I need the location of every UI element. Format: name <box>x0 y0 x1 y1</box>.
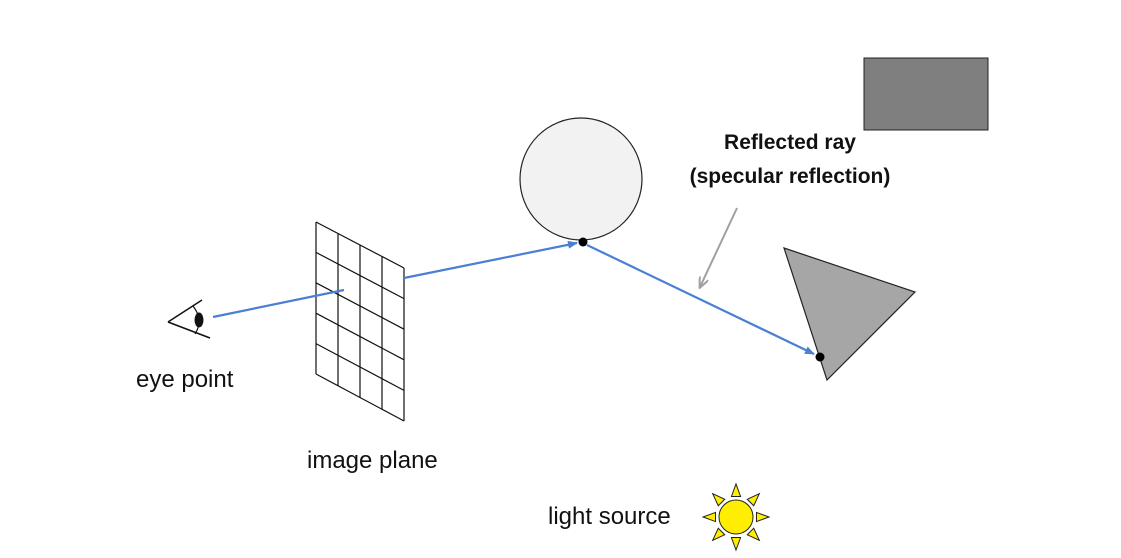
eye-icon <box>167 299 211 339</box>
reflected-ray-subtitle: (specular reflection) <box>689 165 891 188</box>
image-plane-grid <box>315 221 405 422</box>
rectangle-object <box>863 57 989 131</box>
sun-ray <box>730 482 742 498</box>
sun-ray <box>746 492 761 507</box>
light-source-label: light source <box>548 503 671 530</box>
triangle-hit-point <box>815 352 825 362</box>
sun-ray <box>746 527 761 542</box>
sun-ray <box>701 511 717 523</box>
sun-ray <box>711 527 726 542</box>
label-pointer-arrow <box>700 207 738 287</box>
reflected-ray <box>586 244 815 355</box>
sun-icon <box>701 482 771 552</box>
sun-ray <box>730 536 742 552</box>
sun-ray <box>755 511 771 523</box>
reflected-ray-title: Reflected ray <box>724 131 856 154</box>
triangle-object <box>783 247 917 382</box>
image-plane-label: image plane <box>307 447 438 474</box>
eye-point-label: eye point <box>136 366 234 393</box>
sun-disc <box>718 499 754 535</box>
primary-ray-segment-2 <box>403 240 578 280</box>
sphere-object <box>519 117 643 241</box>
sun-ray <box>711 492 726 507</box>
primary-ray-segment-1 <box>212 288 345 319</box>
sphere-hit-point <box>578 237 588 247</box>
reflected-ray-label: Reflected ray (specular reflection) <box>670 126 910 194</box>
